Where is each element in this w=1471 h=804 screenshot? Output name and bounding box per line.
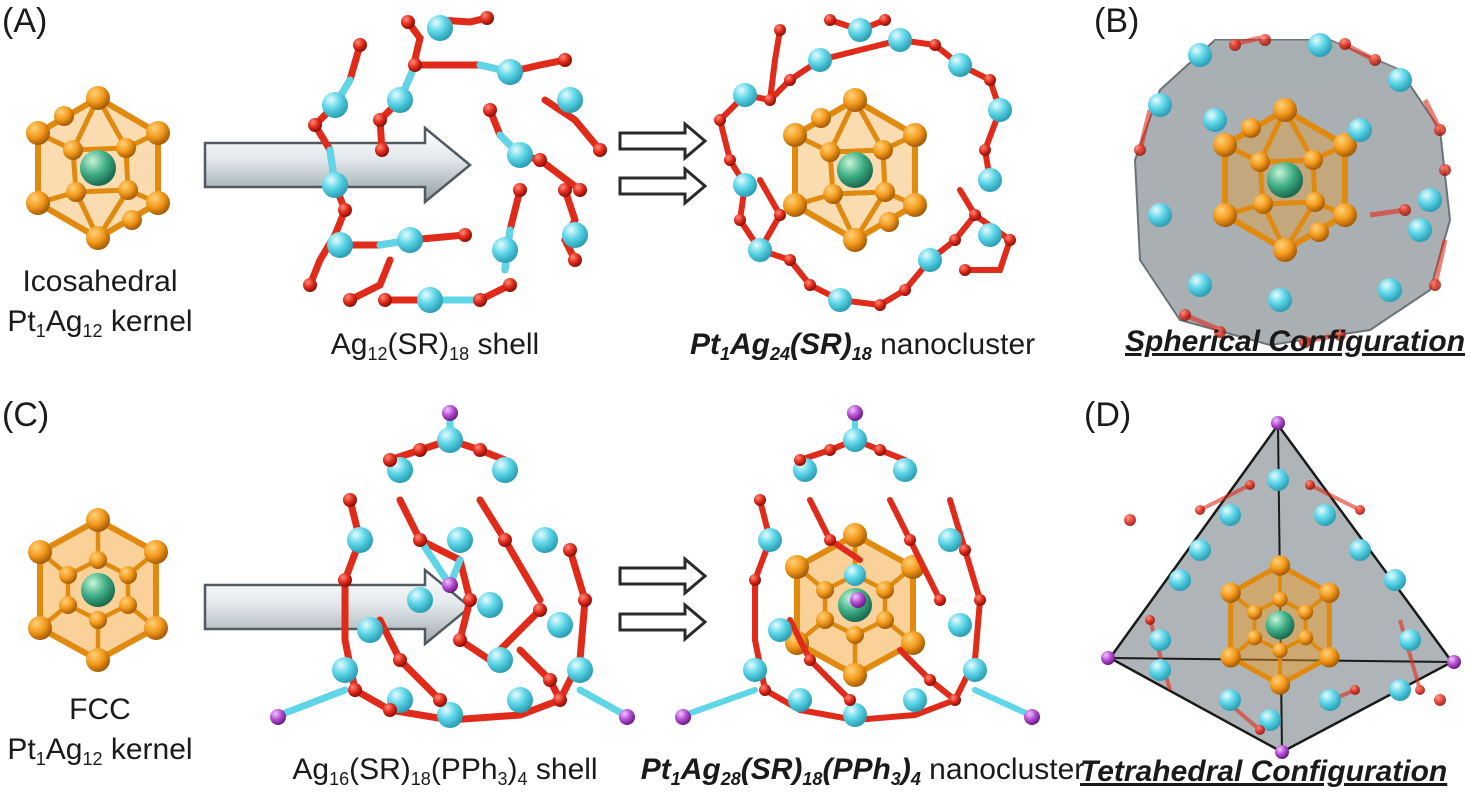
spherical-configuration-model: [1133, 33, 1452, 348]
pt1ag24-nanocluster-model: [714, 14, 1016, 312]
icosahedral-kernel-model: [26, 86, 170, 250]
caption-pt1ag24-nanocluster: Pt1Ag24(SR)18 nanocluster: [690, 328, 1036, 364]
tetrahedral-configuration-model: [1101, 416, 1461, 759]
panel-label-c: (C): [2, 396, 50, 434]
pt1ag28-nanocluster-model: [675, 405, 1040, 727]
caption-ag16-shell: Ag16(SR)18(PPh3)4 shell: [292, 753, 598, 789]
ag12-shell-model: [303, 11, 607, 313]
caption-icosahedral-kernel: Icosahedral Pt1Ag12 kernel: [0, 262, 200, 342]
caption-tetrahedral-configuration: Tetrahedral Configuration: [1080, 755, 1448, 788]
caption-pt1ag28-nanocluster: Pt1Ag28(SR)18(PPh3)4 nanocluster: [640, 753, 1085, 789]
caption-fcc-line2: Pt1Ag12 kernel: [7, 733, 193, 769]
panel-label-a: (A): [2, 2, 48, 40]
caption-icosahedral-line2: Pt1Ag12 kernel: [7, 305, 193, 341]
double-arrow-c: [618, 555, 708, 643]
caption-icosahedral-line1: Icosahedral: [22, 265, 178, 298]
caption-fcc-line1: FCC: [69, 693, 131, 726]
caption-ag12-shell: Ag12(SR)18 shell: [330, 328, 540, 364]
double-arrow-a: [618, 120, 708, 207]
caption-fcc-kernel: FCC Pt1Ag12 kernel: [0, 690, 200, 770]
caption-spherical-configuration: Spherical Configuration: [1125, 325, 1466, 358]
panel-label-b: (B): [1094, 2, 1140, 40]
arrow-a-large: [203, 125, 472, 205]
ag16-shell-model: [270, 405, 635, 728]
arrow-c-large: [203, 567, 472, 647]
panel-label-d: (D): [1084, 396, 1132, 434]
fcc-kernel-model: [28, 508, 168, 672]
